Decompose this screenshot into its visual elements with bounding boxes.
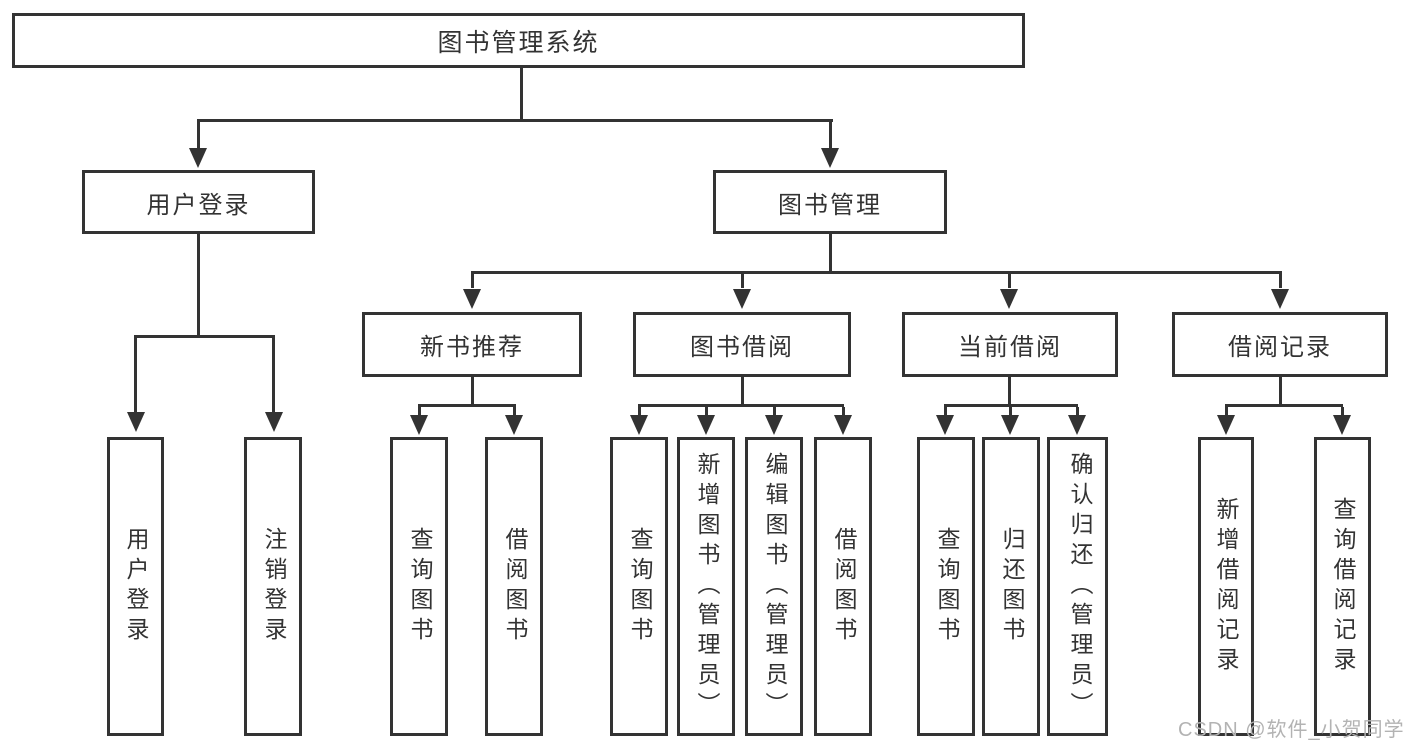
connector-line — [513, 407, 516, 417]
leaf-confirm-return-admin: 确认归还（管理员） — [1047, 437, 1108, 736]
connector-line — [471, 377, 474, 406]
node-library-management-system: 图书管理系统 — [12, 13, 1025, 68]
connector-line — [418, 404, 516, 407]
leaf-query-books-3: 查询图书 — [917, 437, 975, 736]
connector-line — [471, 271, 1282, 274]
node-user-login: 用户登录 — [82, 170, 315, 234]
leaf-query-borrow-record: 查询借阅记录 — [1314, 437, 1371, 736]
arrow-down-icon — [1068, 415, 1086, 435]
leaf-add-book-admin: 新增图书（管理员） — [677, 437, 735, 736]
connector-line — [134, 338, 137, 412]
arrow-down-icon — [697, 415, 715, 435]
connector-line — [944, 404, 1078, 407]
connector-line — [638, 407, 641, 417]
arrow-down-icon — [505, 415, 523, 435]
connector-line — [1279, 274, 1282, 288]
arrow-down-icon — [463, 289, 481, 309]
arrow-down-icon — [410, 415, 428, 435]
connector-line — [197, 122, 200, 149]
leaf-borrow-books-2: 借阅图书 — [814, 437, 872, 736]
arrow-down-icon — [1217, 415, 1235, 435]
arrow-down-icon — [1000, 289, 1018, 309]
connector-line — [1279, 377, 1282, 406]
connector-line — [829, 122, 832, 149]
connector-line — [705, 407, 708, 417]
arrow-down-icon — [1333, 415, 1351, 435]
leaf-query-books-2: 查询图书 — [610, 437, 668, 736]
arrow-down-icon — [821, 148, 839, 168]
leaf-edit-book-admin: 编辑图书（管理员） — [745, 437, 803, 736]
connector-line — [1008, 274, 1011, 288]
node-current-borrowing: 当前借阅 — [902, 312, 1118, 377]
connector-line — [418, 407, 421, 417]
arrow-down-icon — [265, 412, 283, 432]
leaf-borrow-books-1: 借阅图书 — [485, 437, 543, 736]
connector-line — [1009, 407, 1012, 417]
arrow-down-icon — [765, 415, 783, 435]
connector-line — [842, 407, 845, 417]
arrow-down-icon — [1001, 415, 1019, 435]
connector-line — [741, 377, 744, 406]
connector-line — [1225, 404, 1343, 407]
arrow-down-icon — [127, 412, 145, 432]
node-borrowing-records: 借阅记录 — [1172, 312, 1388, 377]
leaf-user-login: 用户登录 — [107, 437, 164, 736]
connector-line — [944, 407, 947, 417]
connector-line — [272, 338, 275, 412]
connector-line — [134, 335, 275, 338]
arrow-down-icon — [834, 415, 852, 435]
arrow-down-icon — [630, 415, 648, 435]
arrow-down-icon — [733, 289, 751, 309]
connector-line — [741, 274, 744, 288]
connector-line — [197, 233, 200, 337]
watermark: CSDN @软件_小贺同学 — [1178, 719, 1405, 741]
connector-line — [471, 274, 474, 288]
leaf-return-books: 归还图书 — [982, 437, 1040, 736]
arrow-down-icon — [189, 148, 207, 168]
connector-line — [829, 233, 832, 273]
connector-line — [773, 407, 776, 417]
connector-line — [1341, 407, 1344, 417]
connector-line — [1225, 407, 1228, 417]
node-book-management: 图书管理 — [713, 170, 947, 234]
connector-line — [1008, 377, 1011, 406]
connector-line — [520, 67, 523, 121]
leaf-logout: 注销登录 — [244, 437, 302, 736]
arrow-down-icon — [936, 415, 954, 435]
arrow-down-icon — [1271, 289, 1289, 309]
leaf-add-borrow-record: 新增借阅记录 — [1198, 437, 1254, 736]
connector-line — [638, 404, 844, 407]
node-new-book-recommendation: 新书推荐 — [362, 312, 582, 377]
connector-line — [1076, 407, 1079, 417]
node-book-borrowing: 图书借阅 — [633, 312, 851, 377]
leaf-query-books-1: 查询图书 — [390, 437, 448, 736]
connector-line — [197, 119, 833, 122]
